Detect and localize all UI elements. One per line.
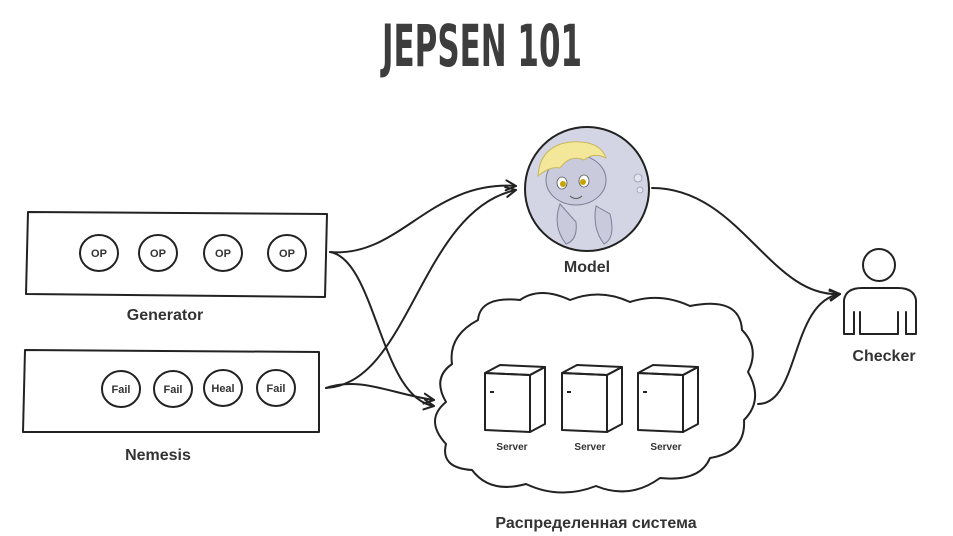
generator-op-2: OP: [138, 234, 178, 272]
arrow-nemesis-to-system: [325, 383, 435, 405]
page-title: JEPSEN 101: [380, 12, 582, 80]
person-icon: [843, 248, 917, 335]
op-label: Fail: [267, 383, 286, 395]
nemesis-op-1: Fail: [101, 370, 141, 408]
generator-box: OP OP OP OP: [25, 211, 328, 298]
op-label: Heal: [211, 383, 234, 395]
generator-op-1: OP: [79, 234, 119, 272]
pony-illustration: [537, 141, 644, 245]
server-label: Server: [650, 442, 681, 453]
system-label: Распределенная система: [495, 515, 696, 532]
op-label: Fail: [112, 384, 131, 396]
arrow-model-to-checker: [651, 187, 841, 301]
generator-label: Generator: [127, 307, 203, 324]
server-2: Server: [561, 364, 623, 453]
server-3: Server: [637, 364, 699, 453]
generator-op-3: OP: [203, 234, 243, 272]
arrow-generator-to-model: [329, 179, 517, 254]
nemesis-op-3: Heal: [203, 369, 243, 407]
model-circle: [524, 126, 650, 252]
generator-op-4: OP: [267, 234, 307, 272]
arrow-nemesis-to-model: [325, 186, 517, 389]
arrow-system-to-checker: [757, 289, 841, 405]
op-label: OP: [215, 248, 231, 260]
nemesis-op-4: Fail: [256, 369, 296, 407]
nemesis-label: Nemesis: [125, 447, 191, 464]
nemesis-box: Fail Fail Heal Fail: [22, 349, 320, 433]
op-label: OP: [279, 248, 295, 260]
op-label: OP: [150, 248, 166, 260]
nemesis-op-2: Fail: [153, 370, 193, 408]
system-cloud: Server Server Server: [434, 292, 756, 494]
server-1: Server: [484, 364, 546, 453]
op-label: Fail: [164, 384, 183, 396]
server-label: Server: [574, 442, 605, 453]
op-label: OP: [91, 248, 107, 260]
model-label: Model: [564, 259, 610, 276]
server-label: Server: [496, 442, 527, 453]
checker-label: Checker: [852, 348, 915, 365]
